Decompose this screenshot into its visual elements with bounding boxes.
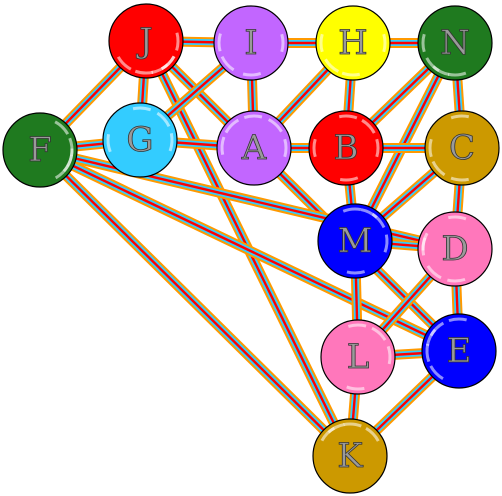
port-arc bbox=[342, 207, 362, 213]
port-arc bbox=[280, 33, 285, 53]
port-arc bbox=[371, 326, 387, 341]
nodes-layer: J I H N F G A B C M D L E K bbox=[2, 3, 500, 494]
node-D[interactable]: D bbox=[417, 211, 493, 287]
port-arc bbox=[106, 133, 112, 153]
port-arc bbox=[425, 343, 431, 363]
port-arc bbox=[160, 55, 176, 71]
port-arc bbox=[383, 234, 389, 253]
node-K[interactable]: K bbox=[312, 418, 388, 494]
port-arc bbox=[320, 426, 336, 442]
port-arc bbox=[431, 160, 446, 177]
edge-F-K bbox=[36, 146, 354, 460]
port-arc bbox=[338, 114, 358, 120]
port-arc bbox=[421, 237, 427, 256]
port-arc bbox=[343, 422, 362, 428]
edges-layer bbox=[36, 36, 467, 460]
port-arc bbox=[341, 71, 361, 77]
port-arc bbox=[267, 118, 283, 133]
port-arc bbox=[450, 176, 470, 182]
node-label: I bbox=[244, 23, 257, 63]
node-H[interactable]: H bbox=[315, 5, 391, 81]
node-N[interactable]: N bbox=[417, 5, 493, 81]
node-label: C bbox=[449, 128, 475, 168]
port-arc bbox=[168, 133, 174, 152]
node-circle bbox=[2, 112, 78, 188]
node-label: G bbox=[126, 120, 153, 160]
node-circle bbox=[417, 5, 493, 81]
node-B[interactable]: B bbox=[308, 110, 384, 186]
node-circle bbox=[320, 319, 396, 395]
port-arc bbox=[66, 148, 74, 167]
node-label: L bbox=[347, 337, 370, 377]
port-arc bbox=[346, 385, 365, 391]
node-F[interactable]: F bbox=[2, 112, 78, 188]
node-I[interactable]: I bbox=[213, 5, 289, 81]
port-arc bbox=[54, 120, 70, 135]
port-arc bbox=[426, 265, 442, 280]
node-circle bbox=[216, 110, 292, 186]
port-arc bbox=[217, 33, 222, 52]
port-arc bbox=[116, 56, 132, 71]
port-arc bbox=[375, 138, 380, 158]
node-circle bbox=[417, 211, 493, 287]
node-circle bbox=[213, 5, 289, 81]
node-C[interactable]: C bbox=[424, 110, 500, 186]
node-M[interactable]: M bbox=[317, 203, 393, 279]
node-A[interactable]: A bbox=[216, 110, 292, 186]
port-arc bbox=[319, 33, 324, 53]
port-arc bbox=[324, 58, 340, 73]
node-label: M bbox=[338, 221, 373, 261]
port-arc bbox=[283, 138, 288, 158]
port-arc bbox=[312, 138, 317, 158]
port-arc bbox=[243, 114, 263, 119]
port-arc bbox=[347, 323, 367, 328]
node-label: F bbox=[28, 130, 52, 170]
port-arc bbox=[429, 365, 444, 381]
port-arc bbox=[220, 55, 235, 72]
node-label: H bbox=[338, 23, 368, 63]
node-L[interactable]: L bbox=[320, 319, 396, 395]
port-arc bbox=[339, 176, 359, 182]
node-circle bbox=[312, 418, 388, 494]
node-circle bbox=[308, 110, 384, 186]
port-arc bbox=[450, 114, 470, 120]
port-arc bbox=[447, 277, 466, 283]
node-label: K bbox=[337, 436, 363, 476]
port-arc bbox=[448, 317, 467, 323]
port-arc bbox=[432, 65, 450, 76]
port-arc bbox=[242, 72, 262, 77]
node-label: A bbox=[241, 128, 267, 168]
node-circle bbox=[315, 5, 391, 81]
port-arc bbox=[382, 33, 387, 53]
port-arc bbox=[132, 106, 152, 112]
node-circle bbox=[421, 313, 497, 389]
port-arc bbox=[346, 270, 366, 275]
node-circle bbox=[317, 203, 393, 279]
node-label: J bbox=[136, 21, 153, 61]
port-arc bbox=[156, 111, 171, 128]
node-label: D bbox=[441, 229, 468, 269]
port-arc bbox=[365, 426, 380, 442]
port-arc bbox=[447, 215, 467, 221]
port-arc bbox=[220, 136, 226, 155]
node-label: B bbox=[334, 128, 359, 168]
port-arc bbox=[361, 118, 376, 134]
node-circle bbox=[424, 110, 500, 186]
node-circle bbox=[108, 3, 184, 79]
port-arc bbox=[175, 32, 180, 51]
node-circle bbox=[102, 102, 178, 178]
node-E[interactable]: E bbox=[421, 313, 497, 389]
port-arc bbox=[371, 212, 386, 229]
port-arc bbox=[224, 118, 240, 134]
node-label: E bbox=[447, 331, 472, 371]
port-arc bbox=[421, 33, 426, 53]
port-arc bbox=[428, 138, 433, 158]
node-J[interactable]: J bbox=[108, 3, 184, 79]
node-label: N bbox=[440, 23, 470, 63]
node-G[interactable]: G bbox=[102, 102, 178, 178]
port-arc bbox=[386, 345, 392, 365]
